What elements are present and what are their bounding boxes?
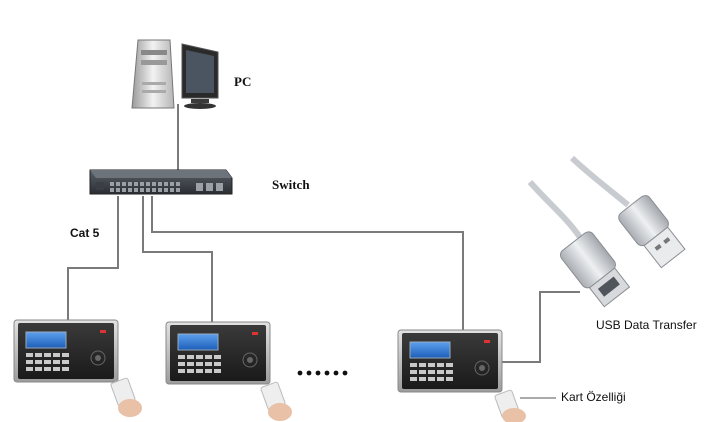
attendance-terminal-icon <box>13 319 119 383</box>
card-feature-label: Kart Özelliği <box>561 390 626 404</box>
wire-terminal-3 <box>151 196 464 332</box>
more-devices-dots <box>297 370 348 376</box>
network-switch-icon <box>89 169 233 195</box>
switch-label: Switch <box>272 177 310 192</box>
rfid-card-icon <box>110 377 142 417</box>
pc-tower-icon <box>131 39 175 109</box>
network-wires <box>67 104 580 363</box>
usb-cable-icon <box>527 155 686 308</box>
attendance-terminal-icon <box>165 321 271 385</box>
monitor-icon <box>181 43 219 109</box>
wire-terminal-1 <box>67 196 119 320</box>
usb-transfer-label: USB Data Transfer <box>596 318 697 332</box>
wire-usb <box>500 291 580 363</box>
cable-label: Cat 5 <box>70 226 100 240</box>
pc-label: PC <box>234 74 252 89</box>
rfid-card-icon <box>494 389 526 422</box>
attendance-terminal-icon <box>397 329 503 393</box>
rfid-card-icon <box>260 381 292 421</box>
wire-terminal-2 <box>142 196 213 322</box>
